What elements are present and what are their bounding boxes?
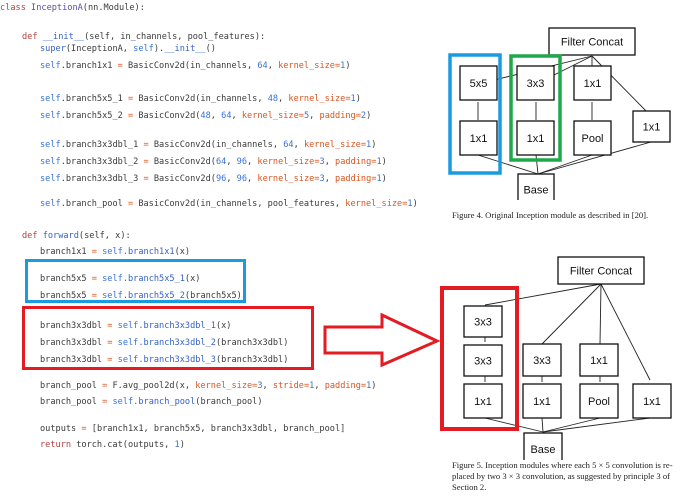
code-line: branch_pool = self.branch_pool(branch_po… [40, 397, 263, 407]
connector-arrow [484, 283, 602, 306]
block-1x1 [459, 120, 498, 156]
block-5x5-label: 5x5 [470, 78, 488, 90]
connector-arrow [484, 417, 544, 433]
block-pool-label: Pool [588, 396, 610, 408]
block-3x3 [463, 305, 503, 338]
filter-concat-box [557, 256, 645, 285]
block-1x1-label: 1x1 [590, 355, 608, 367]
code-line: self.branch5x5_1 = BasicConv2d(in_channe… [40, 94, 361, 104]
code-line: def forward(self, x): [22, 231, 131, 241]
base-box-label: Base [530, 444, 555, 456]
block-5x5 [459, 65, 498, 101]
code-line: self.branch1x1 = BasicConv2d(in_channels… [40, 61, 351, 71]
block-1x1 [632, 110, 671, 143]
figure-5-caption-line: Figure 5. Inception modules where each 5… [452, 460, 673, 470]
connector-arrow [541, 417, 544, 433]
code-line: branch5x5 = self.branch5x5_2(branch5x5) [40, 291, 242, 301]
code-line: branch1x1 = self.branch1x1(x) [40, 247, 191, 257]
code-line: class InceptionA(nn.Module): [0, 3, 145, 13]
figure-5-caption-line: placed by two 3 × 3 convolution, as sugg… [452, 471, 670, 481]
code-line: self.branch3x3dbl_3 = BasicConv2d(96, 96… [40, 174, 387, 184]
right-arrow-icon [323, 312, 441, 368]
code-line: return torch.cat(outputs, 1) [40, 440, 185, 450]
connector-arrow [542, 417, 601, 433]
block-1x1-label: 1x1 [527, 133, 545, 145]
connector-arrow [537, 141, 652, 175]
block-3x3-label: 3x3 [474, 356, 492, 368]
code-line: branch3x3dbl = self.branch3x3dbl_1(x) [40, 321, 232, 331]
connector-arrow [599, 283, 602, 345]
filter-concat-box-label: Filter Concat [561, 37, 623, 49]
figure-4-caption: Figure 4. Original Inception module as d… [452, 210, 649, 220]
block-3x3 [516, 65, 555, 101]
code-line: branch3x3dbl = self.branch3x3dbl_2(branc… [40, 338, 289, 348]
code-line: self.branch3x3dbl_2 = BasicConv2d(64, 96… [40, 157, 387, 167]
connector-arrow [542, 417, 651, 433]
block-1x1 [632, 383, 672, 419]
code-line: outputs = [branch1x1, branch5x5, branch3… [40, 424, 346, 434]
base-box-label: Base [523, 185, 548, 197]
block-1x1-label: 1x1 [533, 396, 551, 408]
code-line: self.branch_pool = BasicConv2d(in_channe… [40, 199, 418, 209]
block-pool [573, 120, 612, 156]
highlight-box-branch5x5-code [25, 259, 246, 303]
highlight-box-3x3-branch [509, 54, 562, 162]
block-1x1 [573, 65, 612, 101]
block-pool [579, 383, 619, 419]
base-box [517, 173, 555, 206]
code-line: super(InceptionA, self).__init__() [40, 44, 216, 54]
filter-concat-box [548, 27, 636, 56]
code-line: self.branch3x3dbl_1 = BasicConv2d(in_cha… [40, 140, 377, 150]
block-1x1-label: 1x1 [643, 396, 661, 408]
block-1x1-label: 1x1 [643, 122, 661, 134]
connector-arrow [535, 154, 539, 175]
code-line: branch5x5 = self.branch5x5_1(x) [40, 274, 201, 284]
block-1x1 [516, 120, 555, 156]
base-box [523, 432, 563, 466]
code-line: branch3x3dbl = self.branch3x3dbl_3(branc… [40, 355, 289, 365]
highlight-box-branch3x3dbl-code [22, 306, 314, 370]
code-line: self.branch5x5_2 = BasicConv2d(48, 64, k… [40, 111, 372, 121]
figure-5-caption: Figure 5. Inception modules where each 5… [452, 460, 690, 493]
code-line: def __init__(self, in_channels, pool_fea… [22, 32, 266, 42]
filter-concat-box-label: Filter Concat [570, 266, 632, 278]
connector-arrow [537, 154, 593, 175]
highlight-box-5x5-branch [448, 53, 502, 175]
block-1x1 [522, 383, 562, 419]
block-1x1 [463, 383, 503, 419]
block-1x1-label: 1x1 [470, 133, 488, 145]
block-1x1 [579, 343, 619, 377]
block-pool-label: Pool [581, 133, 603, 145]
connector-arrow [600, 283, 651, 381]
code-line: branch_pool = F.avg_pool2d(x, kernel_siz… [40, 381, 377, 391]
highlight-box-3x3dbl-branch [440, 286, 519, 431]
block-3x3-label: 3x3 [527, 78, 545, 90]
block-3x3 [522, 343, 562, 377]
block-1x1-label: 1x1 [474, 396, 492, 408]
block-3x3 [463, 344, 503, 377]
block-3x3-label: 3x3 [474, 317, 492, 329]
connector-arrow [541, 283, 602, 345]
connector-arrow [477, 154, 539, 175]
block-3x3-label: 3x3 [533, 355, 551, 367]
figure-5-caption-line: Section 2. [452, 482, 487, 492]
block-1x1-label: 1x1 [584, 78, 602, 90]
